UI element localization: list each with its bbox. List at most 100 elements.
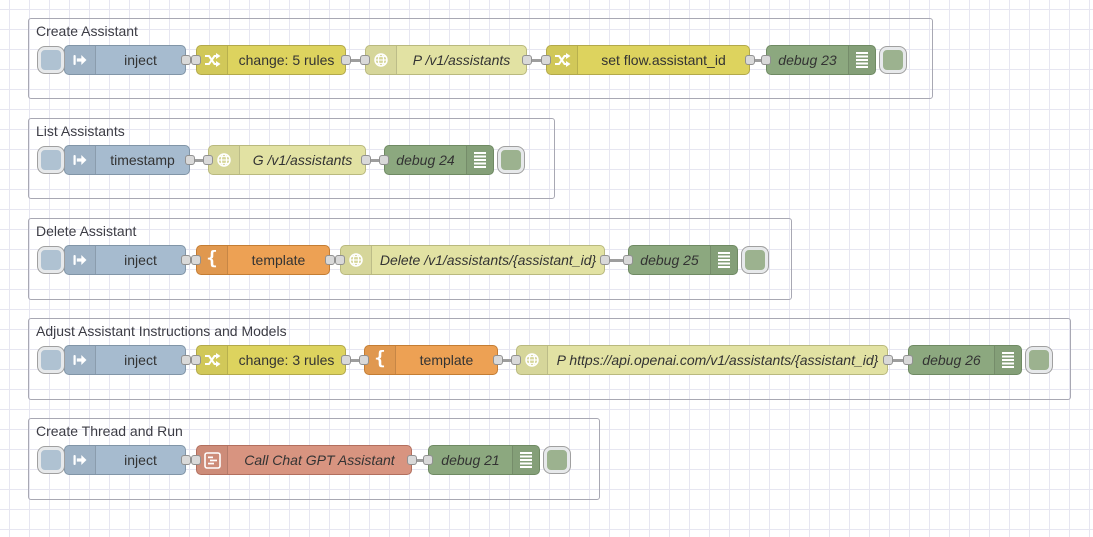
curly-brace-icon: { <box>197 246 228 274</box>
node-p-https-api-openai-com-v1-assistants-assistant-id[interactable]: P https://api.openai.com/v1/assistants/{… <box>516 345 888 375</box>
node-label: timestamp <box>110 152 175 168</box>
output-port[interactable] <box>600 255 610 265</box>
debug-lines-icon <box>848 46 875 74</box>
node-debug-26[interactable]: debug 26 <box>908 345 1022 375</box>
node-label: set flow.assistant_id <box>601 52 726 68</box>
node-delete-v1-assistants-assistant-id[interactable]: Delete /v1/assistants/{assistant_id} <box>340 245 605 275</box>
wire[interactable] <box>346 58 365 62</box>
globe-icon <box>366 46 397 74</box>
debug-toggle-button[interactable] <box>1026 347 1052 373</box>
wire[interactable] <box>498 358 516 362</box>
debug-lines-icon <box>994 346 1021 374</box>
input-port[interactable] <box>360 55 370 65</box>
group-title: Delete Assistant <box>36 223 137 239</box>
node-g-v1-assistants[interactable]: G /v1/assistants <box>208 145 366 175</box>
input-port[interactable] <box>541 55 551 65</box>
output-port[interactable] <box>341 355 351 365</box>
globe-icon <box>209 146 240 174</box>
wire[interactable] <box>346 358 364 362</box>
node-debug-21[interactable]: debug 21 <box>428 445 540 475</box>
node-label: P /v1/assistants <box>412 52 511 68</box>
node-label: inject <box>124 252 157 268</box>
node-inject[interactable]: inject <box>64 445 186 475</box>
output-port[interactable] <box>883 355 893 365</box>
shuffle-icon <box>197 46 228 74</box>
input-port[interactable] <box>623 255 633 265</box>
node-change-5-rules[interactable]: change: 5 rules <box>196 45 346 75</box>
output-port[interactable] <box>407 455 417 465</box>
output-port[interactable] <box>181 455 191 465</box>
node-label: Call Chat GPT Assistant <box>244 452 395 468</box>
node-label: change: 3 rules <box>238 352 335 368</box>
node-debug-25[interactable]: debug 25 <box>628 245 738 275</box>
output-port[interactable] <box>185 155 195 165</box>
node-label: inject <box>124 452 157 468</box>
node-timestamp[interactable]: timestamp <box>64 145 190 175</box>
inject-trigger-button[interactable] <box>38 247 64 273</box>
node-template[interactable]: { template <box>196 245 330 275</box>
node-label: Delete /v1/assistants/{assistant_id} <box>379 252 597 268</box>
output-port[interactable] <box>522 55 532 65</box>
node-call-chat-gpt-assistant[interactable]: Call Chat GPT Assistant <box>196 445 412 475</box>
wire[interactable] <box>190 158 208 162</box>
wire[interactable] <box>750 58 766 62</box>
input-port[interactable] <box>191 255 201 265</box>
output-port[interactable] <box>181 55 191 65</box>
output-port[interactable] <box>181 355 191 365</box>
input-port[interactable] <box>191 355 201 365</box>
group-title: Adjust Assistant Instructions and Models <box>36 323 287 339</box>
input-port[interactable] <box>761 55 771 65</box>
input-port[interactable] <box>203 155 213 165</box>
inject-trigger-button[interactable] <box>38 447 64 473</box>
input-port[interactable] <box>335 255 345 265</box>
inject-arrow-icon <box>65 146 96 174</box>
node-template[interactable]: {template <box>364 345 498 375</box>
group-create-thread-and-run[interactable]: Create Thread and Run <box>28 418 600 500</box>
node-label: debug 21 <box>441 452 500 468</box>
group-title: Create Assistant <box>36 23 138 39</box>
input-port[interactable] <box>511 355 521 365</box>
input-port[interactable] <box>191 455 201 465</box>
node-inject[interactable]: inject <box>64 45 186 75</box>
wire[interactable] <box>412 458 428 462</box>
output-port[interactable] <box>361 155 371 165</box>
inject-arrow-icon <box>65 346 96 374</box>
output-port[interactable] <box>341 55 351 65</box>
debug-toggle-button[interactable] <box>544 447 570 473</box>
output-port[interactable] <box>181 255 191 265</box>
wire[interactable] <box>888 358 908 362</box>
node-debug-24[interactable]: debug 24 <box>384 145 494 175</box>
wire[interactable] <box>605 258 628 262</box>
debug-toggle-button[interactable] <box>742 247 768 273</box>
inject-trigger-button[interactable] <box>38 47 64 73</box>
node-change-3-rules[interactable]: change: 3 rules <box>196 345 346 375</box>
inject-arrow-icon <box>65 46 96 74</box>
group-list-assistants[interactable]: List Assistants <box>28 118 555 199</box>
output-port[interactable] <box>493 355 503 365</box>
debug-toggle-button[interactable] <box>498 147 524 173</box>
node-set-flow-assistant-id[interactable]: set flow.assistant_id <box>546 45 750 75</box>
input-port[interactable] <box>423 455 433 465</box>
node-debug-23[interactable]: debug 23 <box>766 45 876 75</box>
group-create-assistant[interactable]: Create Assistant <box>28 18 933 99</box>
inject-trigger-button[interactable] <box>38 147 64 173</box>
wire[interactable] <box>366 158 384 162</box>
node-inject[interactable]: inject <box>64 245 186 275</box>
input-port[interactable] <box>191 55 201 65</box>
node-inject[interactable]: inject <box>64 345 186 375</box>
wire[interactable] <box>527 58 546 62</box>
node-p-v1-assistants[interactable]: P /v1/assistants <box>365 45 527 75</box>
node-label: template <box>251 252 306 268</box>
inject-trigger-button[interactable] <box>38 347 64 373</box>
input-port[interactable] <box>903 355 913 365</box>
group-delete-assistant[interactable]: Delete Assistant <box>28 218 792 300</box>
output-port[interactable] <box>745 55 755 65</box>
input-port[interactable] <box>359 355 369 365</box>
debug-toggle-button[interactable] <box>880 47 906 73</box>
input-port[interactable] <box>379 155 389 165</box>
group-adjust-assistant-instructions-and-models[interactable]: Adjust Assistant Instructions and Models <box>28 318 1071 400</box>
output-port[interactable] <box>325 255 335 265</box>
shuffle-icon <box>547 46 578 74</box>
globe-icon <box>341 246 372 274</box>
